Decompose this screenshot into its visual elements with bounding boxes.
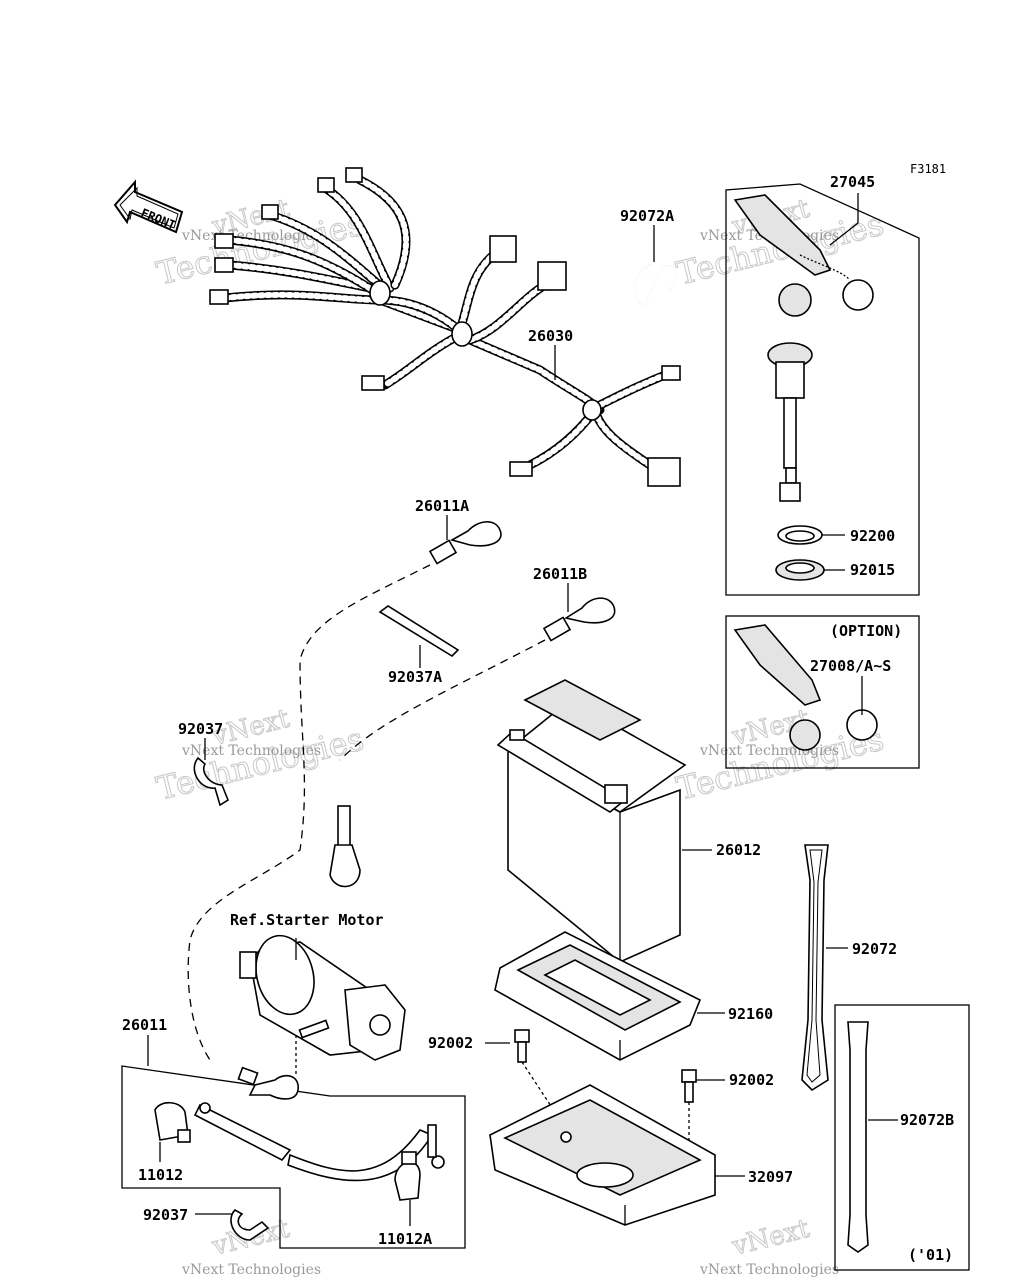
label-32097: 32097 <box>748 1168 793 1186</box>
label-11012: 11012 <box>138 1166 183 1184</box>
kit-box-27045 <box>725 183 920 596</box>
label-27008: 27008/A~S <box>810 657 891 675</box>
watermark-bottom-right: vNext vNext Technologies <box>699 1213 839 1278</box>
label-ref-starter-motor: Ref.Starter Motor <box>230 911 384 929</box>
cable-tie-92037-top <box>193 756 229 807</box>
ignition-key-27045 <box>733 194 874 317</box>
label-92015: 92015 <box>850 561 895 579</box>
label-92037-top: 92037 <box>178 720 223 738</box>
key-27008 <box>733 624 878 751</box>
battery-26012 <box>496 679 687 963</box>
cable-tie-92037-bottom <box>230 1209 270 1241</box>
terminal-cover-11012A <box>394 1151 421 1201</box>
label-26011B: 26011B <box>533 565 587 583</box>
wire-harness-26030 <box>209 167 681 487</box>
kit-box-26011 <box>121 1065 466 1249</box>
cable-26011A <box>428 521 502 565</box>
bolt-92002-left <box>514 1029 530 1063</box>
label-92002-right: 92002 <box>729 1071 774 1089</box>
svg-text:vNext Technologies: vNext Technologies <box>181 743 321 759</box>
cable-26011B <box>542 597 616 642</box>
strap-92072 <box>801 844 829 1092</box>
cable-26011 <box>193 1102 445 1182</box>
label-92037A: 92037A <box>388 668 442 686</box>
svg-text:vNext: vNext <box>728 1214 812 1262</box>
label-92072A: 92072A <box>620 207 674 225</box>
label-92072: 92072 <box>852 940 897 958</box>
label-26012: 26012 <box>716 841 761 859</box>
front-arrow-icon: FRONT <box>113 179 184 234</box>
label-92160: 92160 <box>728 1005 773 1023</box>
leader-lines <box>147 193 898 1226</box>
svg-text:vNext Technologies: vNext Technologies <box>181 1262 321 1278</box>
label-92200: 92200 <box>850 527 895 545</box>
watermark-bottom-left: vNext vNext Technologies <box>181 1213 321 1278</box>
label-11012A: 11012A <box>378 1230 432 1248</box>
cable-terminal-mid <box>329 805 361 888</box>
strap-92072A <box>633 264 677 307</box>
svg-text:vNext Technologies: vNext Technologies <box>699 1262 839 1278</box>
option-box-92072B <box>834 1004 970 1271</box>
ignition-switch <box>767 342 813 502</box>
terminal-cover-11012 <box>154 1101 191 1143</box>
starter-cable-end <box>237 1066 299 1100</box>
figure-code: F3181 <box>910 162 946 176</box>
strap-92072B <box>847 1021 869 1253</box>
label-92002-left: 92002 <box>428 1034 473 1052</box>
label-year-note: ('01) <box>908 1246 953 1264</box>
label-option: (OPTION) <box>830 622 902 640</box>
starter-motor <box>239 934 406 1061</box>
label-26011A: 26011A <box>415 497 469 515</box>
bolt-92002-right <box>681 1069 697 1103</box>
cable-tie-92037A <box>378 605 460 658</box>
label-26011: 26011 <box>122 1016 167 1034</box>
option-box-27008 <box>725 615 920 769</box>
label-92037-bottom: 92037 <box>143 1206 188 1224</box>
battery-tray-32097 <box>489 1084 716 1226</box>
label-92072B: 92072B <box>900 1111 954 1129</box>
label-27045: 27045 <box>830 173 875 191</box>
label-26030: 26030 <box>528 327 573 345</box>
svg-text:vNext Technologies: vNext Technologies <box>699 743 839 759</box>
battery-case-92160 <box>494 931 702 1061</box>
